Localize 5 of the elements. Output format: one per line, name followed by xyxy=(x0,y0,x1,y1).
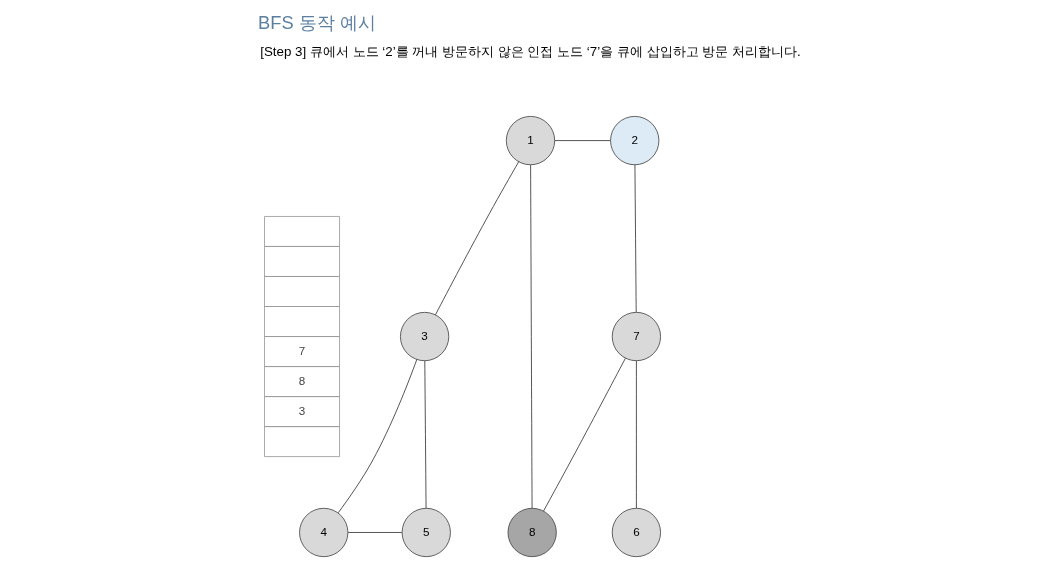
label: 8 xyxy=(298,373,306,387)
label: [Step 3] 큐에서 노드 ‘2’를 꺼내 방문하지 않은 인접 노드 ‘7’을 큐에 삽입하고 방문 처리합니다. xyxy=(260,44,801,60)
label: 3 xyxy=(298,403,306,417)
label: 7 xyxy=(298,343,306,357)
diagram-title: BFS 동작 예시 xyxy=(258,12,376,34)
